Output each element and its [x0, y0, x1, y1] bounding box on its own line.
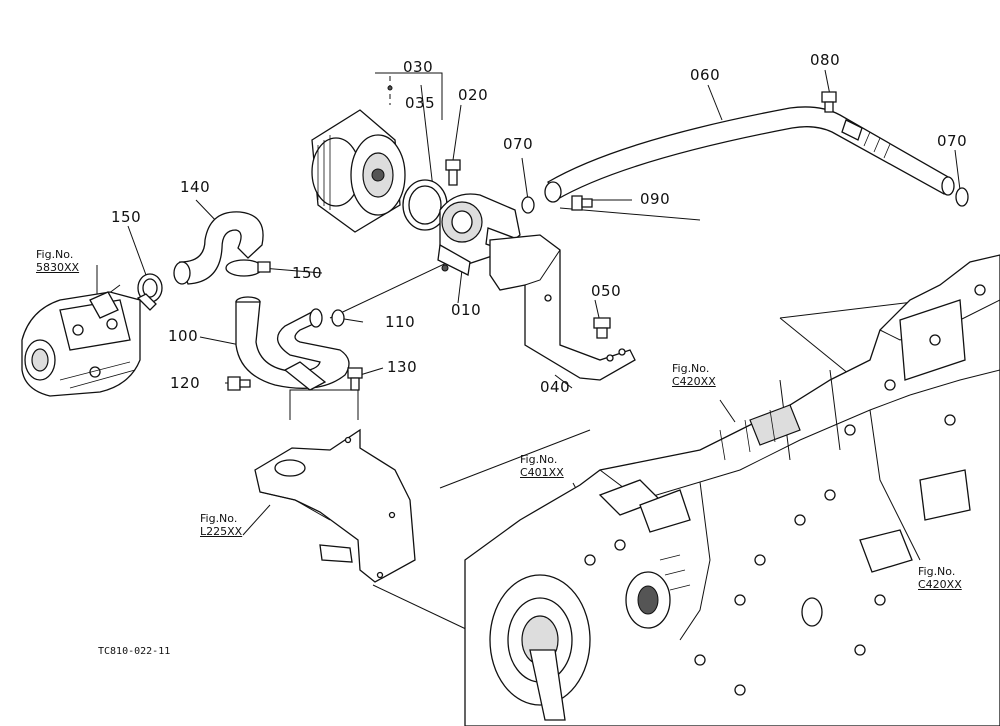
part-label-110: 110 [385, 313, 416, 331]
figure-ref-l225xx: Fig.No. L225XX [200, 512, 242, 538]
figure-ref-prefix: Fig.No. [36, 248, 74, 261]
o-ring-070 [521, 187, 969, 214]
o-ring-110 [331, 309, 345, 327]
figure-ref-code: L225XX [200, 525, 243, 538]
figure-ref-prefix: Fig.No. [672, 362, 710, 375]
gasket-035 [402, 179, 448, 231]
figure-ref-code: C420XX [918, 578, 962, 591]
figure-ref-c420xx-bottom: Fig.No. C420XX [918, 565, 962, 591]
part-label-020: 020 [458, 86, 489, 104]
part-label-060: 060 [690, 66, 721, 84]
part-label-150: 150 [111, 208, 142, 226]
clamp-150 [136, 259, 271, 311]
part-label-100: 100 [168, 327, 199, 345]
part-label-010: 010 [451, 301, 482, 319]
pipe-100 [235, 296, 350, 391]
part-label-040: 040 [540, 378, 571, 396]
oil-filter-030 [311, 85, 406, 233]
bolt-050 [593, 317, 611, 339]
hose-140 [173, 211, 264, 285]
bolt-090 [571, 195, 593, 211]
part-label-130: 130 [387, 358, 418, 376]
bolt-020 [445, 159, 461, 186]
figure-ref-5830xx: Fig.No. 5830XX [36, 248, 79, 274]
transmission-housing [464, 254, 1000, 726]
bolt-080 [821, 91, 837, 113]
bolt-120 [227, 376, 251, 391]
pipe-060 [544, 106, 955, 203]
mount-bracket [254, 428, 416, 583]
figure-ref-c420xx-top: Fig.No. C420XX [672, 362, 716, 388]
part-label-070: 070 [503, 135, 534, 153]
part-label-030: 030 [403, 58, 434, 76]
bracket-040 [489, 234, 636, 381]
figure-ref-code: C401XX [520, 466, 564, 479]
figure-ref-prefix: Fig.No. [918, 565, 956, 578]
part-label-035: 035 [405, 94, 436, 112]
figure-ref-code: C420XX [672, 375, 716, 388]
part-label-090: 090 [640, 190, 671, 208]
part-label-140: 140 [180, 178, 211, 196]
part-label-080: 080 [810, 51, 841, 69]
part-label-050: 050 [591, 282, 622, 300]
figure-ref-prefix: Fig.No. [520, 453, 558, 466]
figure-ref-code: 5830XX [36, 261, 80, 274]
bolt-130 [347, 367, 363, 391]
part-label-070-right: 070 [937, 132, 968, 150]
figure-ref-prefix: Fig.No. [200, 512, 238, 525]
hydraulic-pump [21, 291, 141, 397]
part-label-150-right: 150 [292, 264, 323, 282]
drawing-number: TC810-022-11 [98, 646, 171, 657]
figure-ref-c401xx: Fig.No. C401XX [520, 453, 564, 479]
part-label-120: 120 [170, 374, 201, 392]
